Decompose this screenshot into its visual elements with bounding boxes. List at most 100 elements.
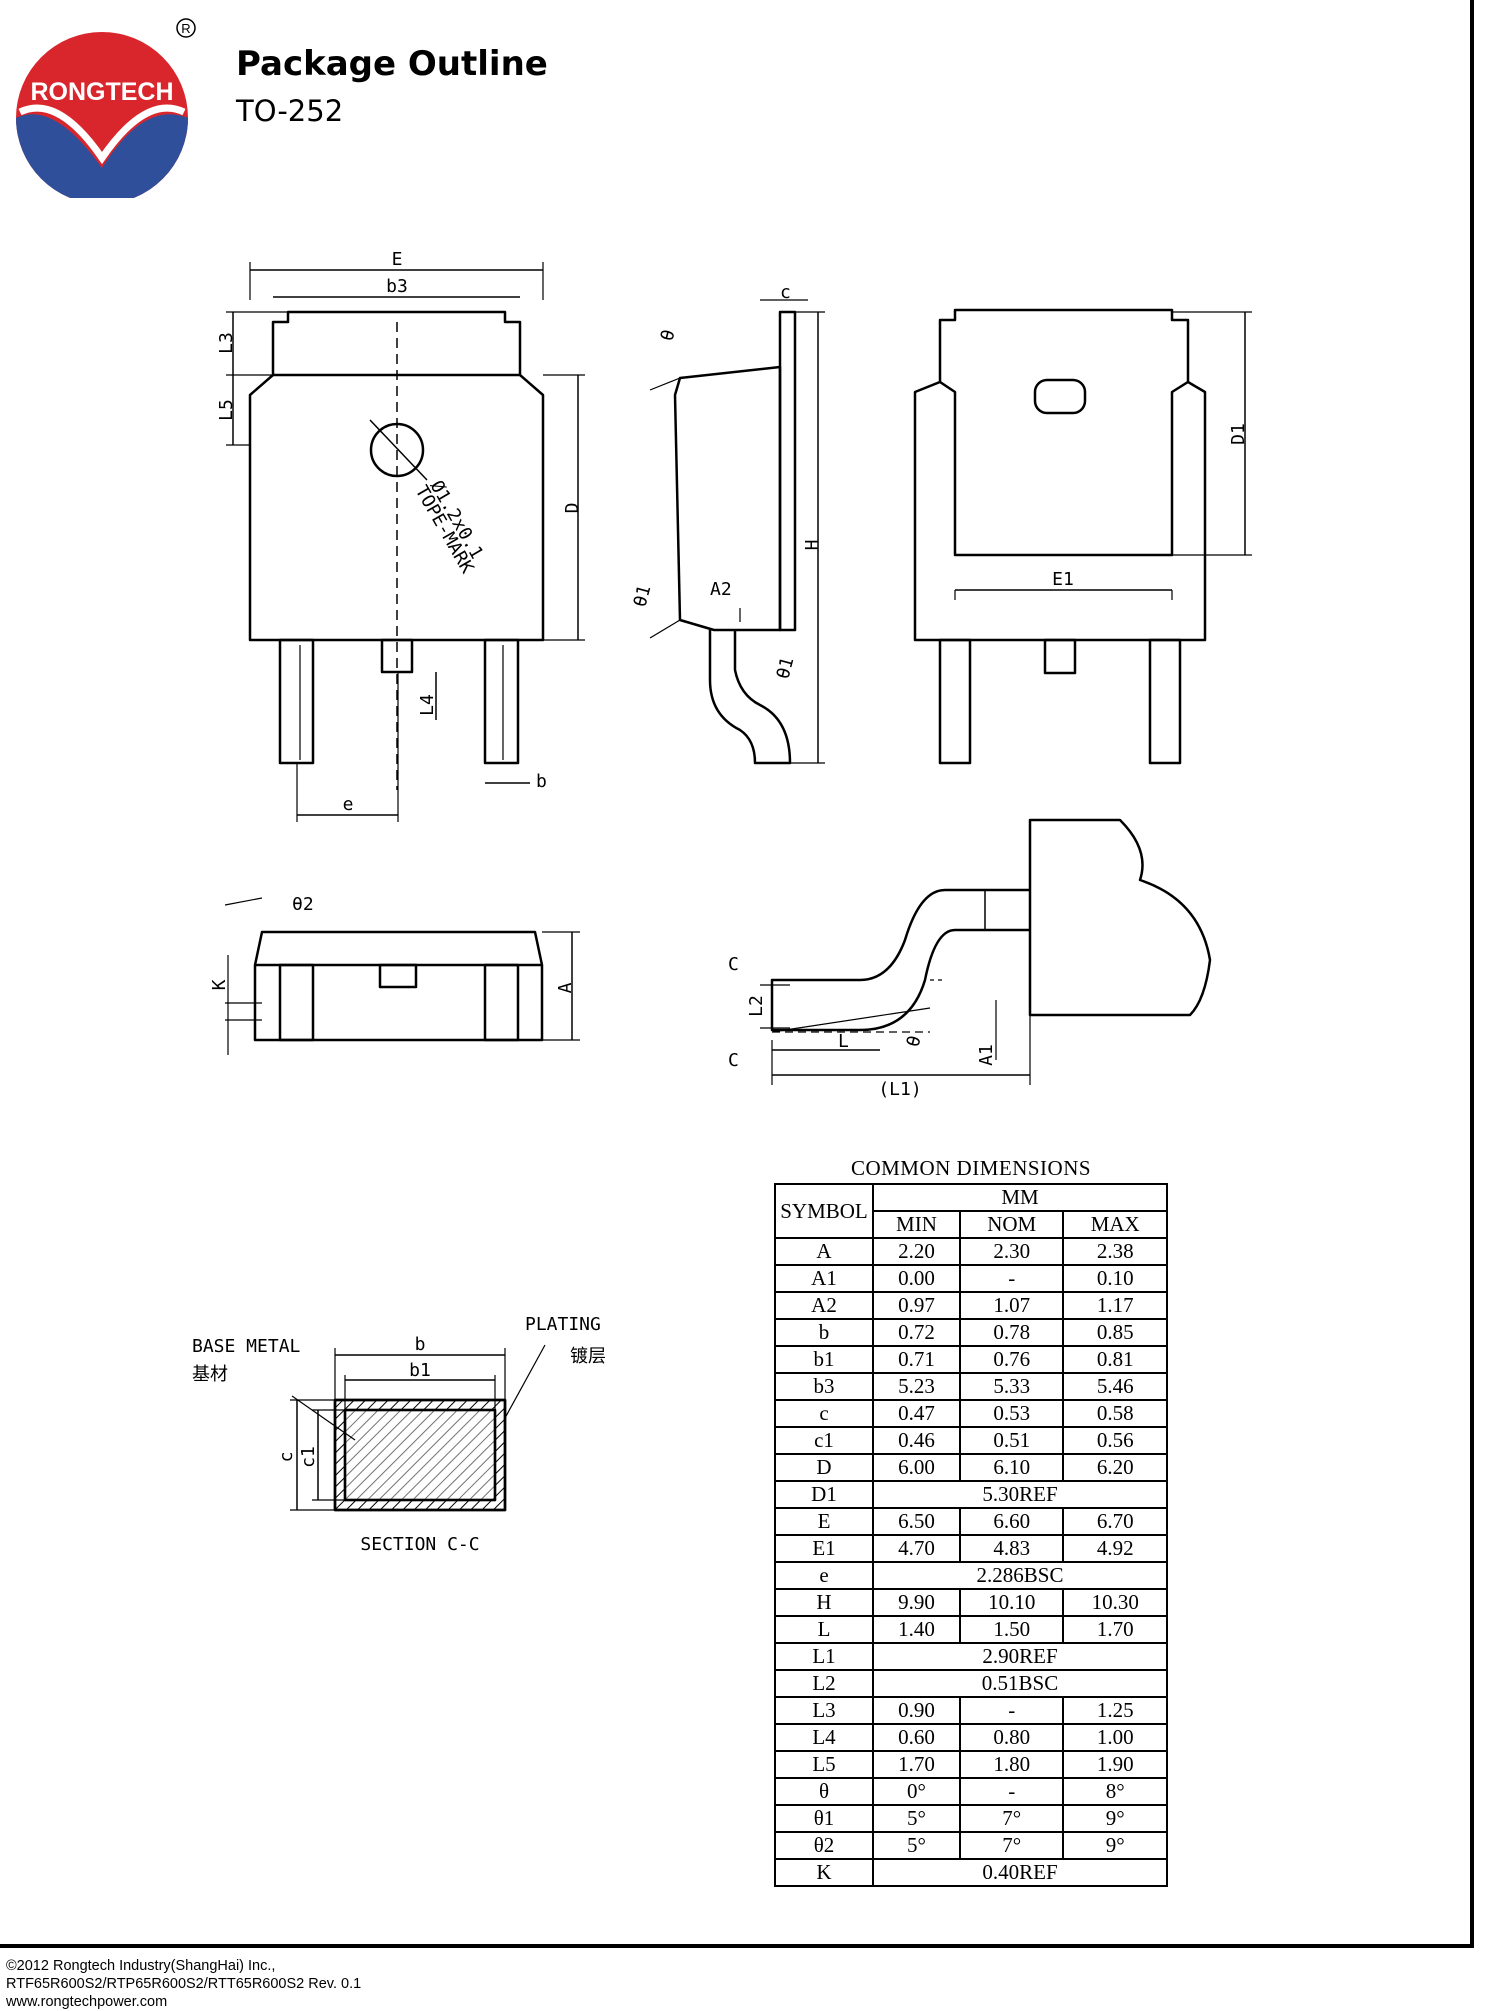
cell-min: 0.97 [872, 1291, 961, 1320]
label-e: e [343, 794, 354, 815]
label-theta: θ [657, 327, 680, 343]
cell-max: 9° [1062, 1831, 1168, 1860]
cell-min: 1.40 [872, 1615, 961, 1644]
cell-min: 0.47 [872, 1399, 961, 1428]
label-A2: A2 [710, 579, 732, 600]
cell-nom: 6.60 [958, 1507, 1065, 1536]
label-b3: b3 [386, 276, 408, 297]
cell-max: 1.17 [1062, 1291, 1168, 1320]
front-view: θ2 K A [209, 894, 580, 1055]
symbol-header: SYMBOL [774, 1183, 874, 1239]
cell-nom: 1.80 [958, 1750, 1065, 1779]
logo-text: RONGTECH [30, 78, 173, 106]
label-theta1-left: θ1 [630, 583, 656, 609]
cell-symbol: D1 [774, 1480, 874, 1509]
cell-symbol: A2 [774, 1291, 874, 1320]
cell-min: 0.60 [872, 1723, 961, 1752]
cell-symbol: H [774, 1588, 874, 1617]
top-view: E b3 L3 L5 D L4 e b Ø1.2x0.1 TOPE-MARK [216, 249, 585, 822]
rongtech-logo: RONGTECH R [16, 18, 196, 198]
label-L2: L2 [746, 995, 767, 1017]
label-b1: b1 [409, 1360, 431, 1381]
cell-min: 4.70 [872, 1534, 961, 1563]
label-L4: L4 [417, 694, 438, 716]
cell-nom: 0.51 [958, 1426, 1065, 1455]
cell-symbol: L2 [774, 1669, 874, 1698]
label-C-top: C [728, 954, 739, 975]
cell-symbol: E1 [774, 1534, 874, 1563]
cell-nom: 0.78 [958, 1318, 1065, 1347]
bottom-view: E1 D1 [913, 308, 1252, 765]
label-K: K [209, 979, 230, 990]
label-theta-lead: θ [903, 1033, 926, 1049]
label-b: b [536, 771, 547, 792]
cell-nom: 6.10 [958, 1453, 1065, 1482]
cell-symbol: A1 [774, 1264, 874, 1293]
label-L: L [838, 1031, 849, 1052]
label-theta2: θ2 [292, 894, 314, 915]
cell-max: 1.90 [1062, 1750, 1168, 1779]
label-E: E [392, 249, 403, 270]
cell-nom: 5.33 [958, 1372, 1065, 1401]
footer: ©2012 Rongtech Industry(ShangHai) Inc., … [6, 1957, 361, 2011]
cell-symbol: b [774, 1318, 874, 1347]
cell-min: 5° [872, 1831, 961, 1860]
cell-min: 0.72 [872, 1318, 961, 1347]
cell-nom: 7° [958, 1804, 1065, 1833]
cell-span-value: 2.90REF [872, 1642, 1168, 1671]
label-section-cc: SECTION C-C [360, 1534, 479, 1555]
cell-max: 0.10 [1062, 1264, 1168, 1293]
cell-nom: 10.10 [958, 1588, 1065, 1617]
cell-max: 2.38 [1062, 1237, 1168, 1266]
label-L3: L3 [216, 332, 237, 354]
cell-symbol: L [774, 1615, 874, 1644]
lead-detail-view: C C L2 L θ A1 (L1) [728, 818, 1212, 1100]
cell-symbol: θ1 [774, 1804, 874, 1833]
cell-nom: - [958, 1696, 1065, 1725]
cell-min: 0.46 [872, 1426, 961, 1455]
label-section-b: b [415, 1334, 426, 1355]
label-c1: c1 [298, 1446, 319, 1468]
label-D1: D1 [1228, 423, 1249, 445]
cell-symbol: L3 [774, 1696, 874, 1725]
label-C-bottom: C [728, 1050, 739, 1071]
unit-header: MM [872, 1183, 1168, 1212]
label-A: A [555, 982, 576, 993]
cell-nom: 0.80 [958, 1723, 1065, 1752]
cell-symbol: e [774, 1561, 874, 1590]
cell-span-value: 5.30REF [872, 1480, 1168, 1509]
cell-max: 0.85 [1062, 1318, 1168, 1347]
cell-min: 9.90 [872, 1588, 961, 1617]
cell-nom: - [958, 1777, 1065, 1806]
cell-nom: 0.53 [958, 1399, 1065, 1428]
cell-max: 5.46 [1062, 1372, 1168, 1401]
label-L1: (L1) [878, 1079, 921, 1100]
cell-span-value: 2.286BSC [872, 1561, 1168, 1590]
cell-min: 5° [872, 1804, 961, 1833]
cell-max: 0.81 [1062, 1345, 1168, 1374]
cell-max: 1.25 [1062, 1696, 1168, 1725]
label-D: D [562, 503, 583, 514]
label-L5: L5 [216, 399, 237, 421]
cell-nom: 1.50 [958, 1615, 1065, 1644]
cell-max: 1.70 [1062, 1615, 1168, 1644]
cell-nom: 2.30 [958, 1237, 1065, 1266]
cell-max: 0.58 [1062, 1399, 1168, 1428]
label-A1: A1 [976, 1044, 997, 1066]
